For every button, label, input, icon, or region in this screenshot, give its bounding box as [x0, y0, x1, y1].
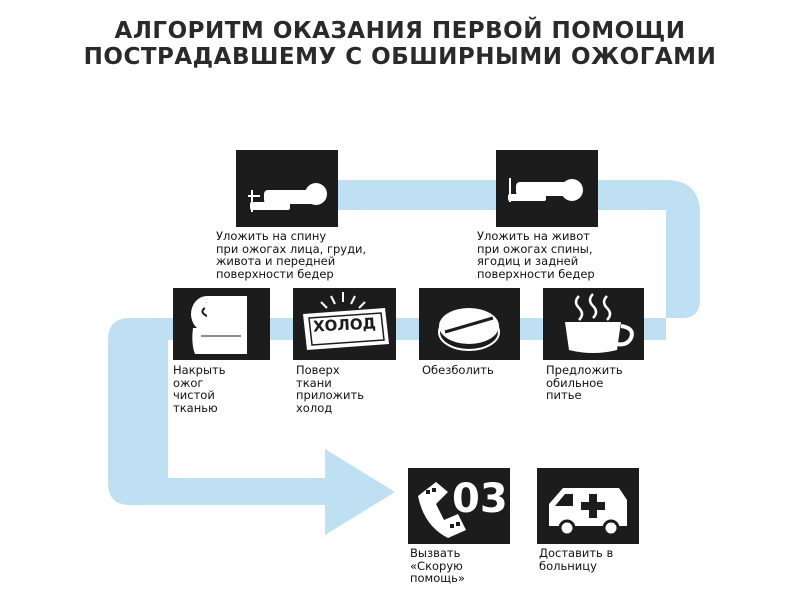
diagram-title-line-1: АЛГОРИТМ ОКАЗАНИЯ ПЕРВОЙ ПОМОЩИ	[114, 18, 686, 44]
diagram-title-line-2: ПОСТРАДАВШЕМУ С ОБШИРНЫМИ ОЖОГАМИ	[83, 44, 717, 70]
step-clean-cloth-tile	[173, 288, 270, 360]
step-hot-drink-caption: Предложить обильное питье	[546, 363, 623, 402]
step-lying-on-back-tile	[236, 150, 338, 227]
step-hospital-tile	[537, 468, 639, 544]
clean-cloth-roll-icon	[191, 296, 247, 354]
lying-on-stomach-icon	[508, 178, 583, 202]
step-lying-on-back-caption: Уложить на спину при ожогах лица, груди,…	[216, 229, 367, 281]
lying-on-back-icon	[248, 183, 327, 212]
step-clean-cloth-caption: Накрыть ожог чистой тканью	[173, 363, 226, 415]
step-lying-on-stomach-tile	[496, 150, 598, 227]
step-pill-tile	[419, 288, 520, 360]
step-hot-drink-tile	[543, 288, 644, 360]
hot-drink-cup-icon	[565, 293, 634, 353]
ambulance-icon	[549, 488, 627, 537]
cold-pack-icon	[303, 292, 389, 350]
phone-03-icon	[418, 482, 466, 538]
step-call-ambulance-tile: 03	[408, 468, 510, 544]
step-pill-caption: Обезболить	[422, 363, 494, 377]
step-hospital-caption: Доставить в больницу	[539, 546, 614, 573]
flow-arrow-path	[108, 180, 700, 535]
step-lying-on-stomach-caption: Уложить на живот при ожогах спины, ягоди…	[477, 229, 595, 281]
phone-number-label: 03	[452, 476, 508, 522]
step-cold-pack-caption: Поверх ткани приложить холод	[296, 363, 364, 415]
pill-icon	[438, 308, 500, 351]
step-call-ambulance-caption: Вызвать «Скорую помощь»	[410, 546, 465, 585]
step-cold-pack-tile: ХОЛОД	[293, 288, 396, 360]
